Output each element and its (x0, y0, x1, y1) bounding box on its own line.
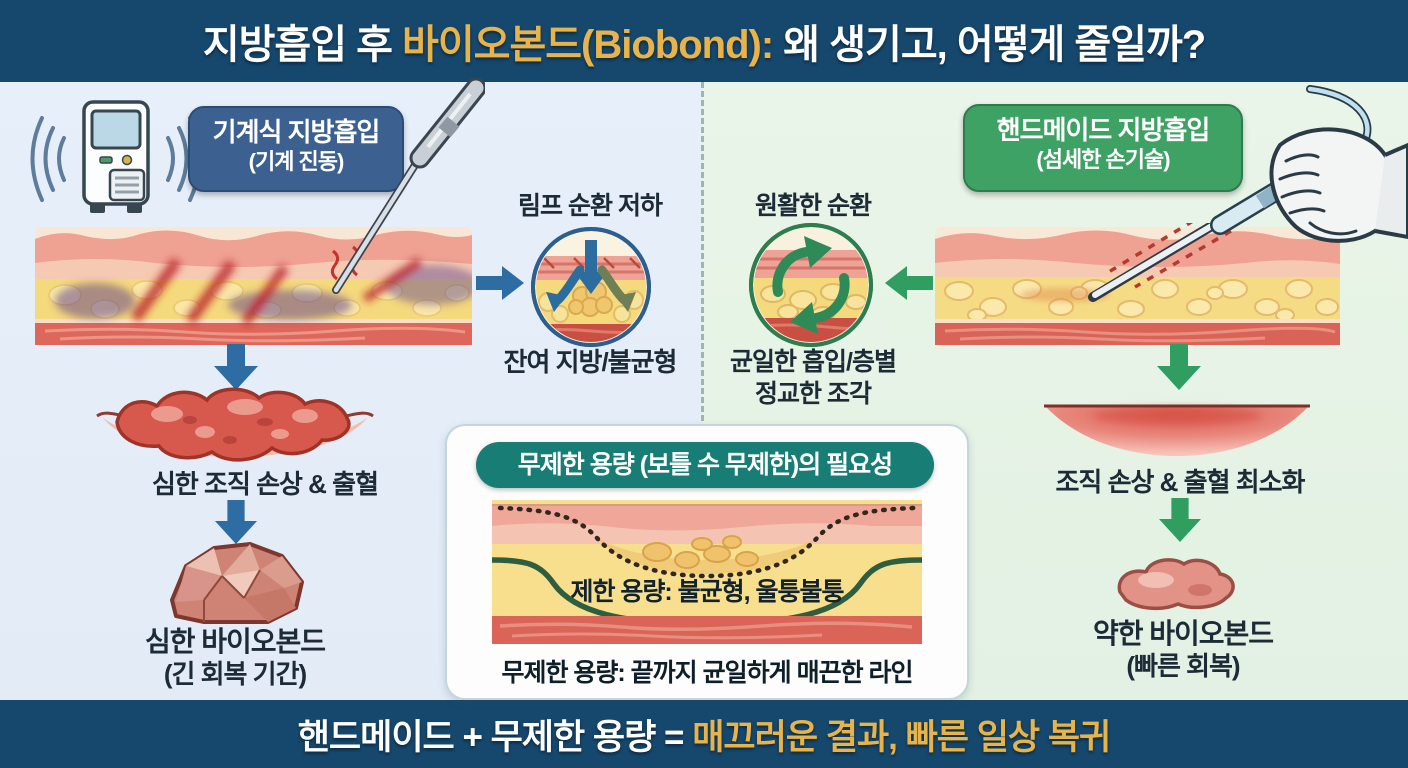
severe-damage-illustration (96, 387, 374, 462)
weak-biobond-subcaption: (빠른 회복) (1126, 651, 1240, 681)
mechanical-method-label: 기계식 지방흡입 (기계 진동) (188, 106, 404, 192)
arrow-down-icon (1158, 498, 1202, 542)
minimal-damage-illustration (1044, 404, 1310, 456)
conclusion-highlight: 매끄러운 결과, 빠른 일상 복귀 (692, 717, 1111, 757)
severe-damage-caption: 심한 조직 손상 & 출혈 (151, 469, 379, 499)
page-title: 지방흡입 후 바이오본드(Biobond): 왜 생기고, 어떻게 줄일까? (202, 12, 1206, 70)
arrow-down-icon (214, 344, 258, 390)
soft-biobond-icon (1117, 558, 1235, 611)
smooth-circulation-icon (749, 223, 873, 347)
hard-biobond-rock-icon (170, 542, 304, 624)
lymph-circulation-icon (531, 227, 651, 347)
title-bar: 지방흡입 후 바이오본드(Biobond): 왜 생기고, 어떻게 줄일까? (0, 0, 1408, 82)
mechanical-label-line1: 기계식 지방흡입 (212, 117, 381, 147)
unlimited-capacity-header: 무제한 용량 (보틀 수 무제한)의 필요성 (476, 442, 934, 488)
circulation-caption: 원활한 순환 (755, 192, 872, 220)
arrow-down-icon (214, 500, 258, 544)
unlimited-capacity-caption: 무제한 용량: 끝까지 균일하게 매끈한 라인 (501, 659, 913, 687)
minimal-damage-caption: 조직 손상 & 출혈 최소화 (1055, 467, 1306, 497)
unlimited-capacity-box: 무제한 용량 (보틀 수 무제한)의 필요성 제한 용량: 불균형, 울퉁불퉁 … (445, 424, 969, 700)
handmade-label-line2: (섬세한 손기술) (1036, 147, 1170, 173)
title-suffix: 왜 생기고, 어떻게 줄일까? (773, 23, 1206, 67)
mechanical-cannula-icon (332, 78, 485, 294)
uniform-suction-caption-line1: 균일한 흡입/층별 (730, 348, 897, 376)
arrow-left-icon (885, 266, 933, 300)
mechanical-label-line2: (기계 진동) (248, 149, 345, 175)
damaged-tissue-illustration (35, 227, 472, 345)
severe-biobond-caption: 심한 바이오본드 (144, 626, 326, 657)
panel-divider (701, 82, 704, 700)
conclusion-text: 핸드메이드 + 무제한 용량 = 매끄러운 결과, 빠른 일상 복귀 (297, 709, 1112, 760)
handmade-method-label: 핸드메이드 지방흡입 (섬세한 손기술) (963, 104, 1243, 192)
title-prefix: 지방흡입 후 (202, 23, 403, 67)
residual-fat-caption: 잔여 지방/불균형 (503, 347, 678, 377)
conclusion-bar: 핸드메이드 + 무제한 용량 = 매끄러운 결과, 빠른 일상 복귀 (0, 700, 1408, 768)
weak-biobond-caption: 약한 바이오본드 (1092, 618, 1274, 649)
handmade-label-line1: 핸드메이드 지방흡입 (996, 115, 1211, 145)
capacity-comparison-illustration (492, 500, 922, 644)
hand-cannula-icon (1210, 85, 1408, 243)
conclusion-prefix: 핸드메이드 + 무제한 용량 = (297, 717, 693, 757)
severe-biobond-subcaption: (긴 회복 기간) (163, 659, 307, 689)
title-highlight: 바이오본드(Biobond): (402, 23, 774, 67)
clean-tissue-illustration (935, 223, 1340, 345)
lymph-caption: 림프 순환 저하 (518, 192, 663, 220)
vibration-machine-icon (30, 100, 202, 213)
arrow-right-icon (476, 266, 524, 300)
uniform-suction-caption-line2: 정교한 조각 (755, 380, 872, 408)
limited-capacity-caption: 제한 용량: 불균형, 울퉁불퉁 (570, 578, 844, 606)
arrow-down-icon (1157, 344, 1201, 390)
